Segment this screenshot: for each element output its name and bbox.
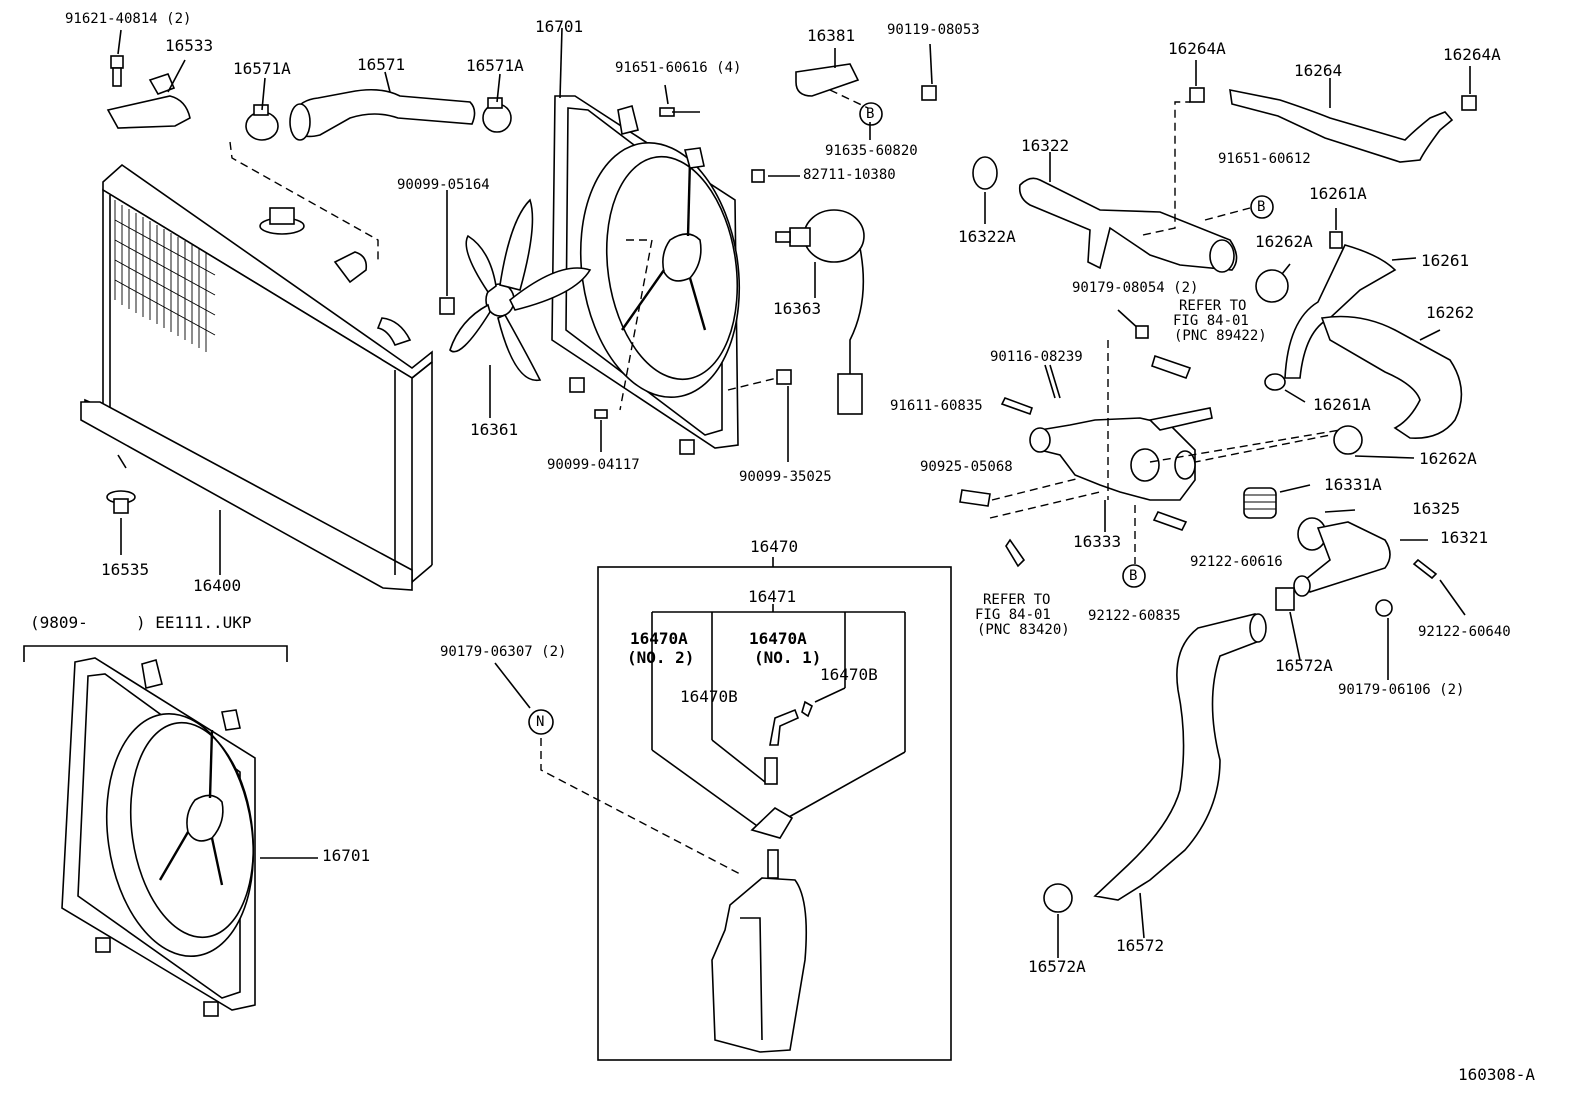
label-90925-05068: 90925-05068 [920,459,1013,475]
radiator-drawing [80,163,433,591]
label-90099-04117: 90099-04117 [547,457,640,473]
label-16572: 16572 [1116,936,1165,955]
label-16261A-top: 16261A [1309,184,1367,203]
label-16470A-no1: 16470A [749,629,807,648]
figure-id: 160308-A [1458,1065,1536,1084]
label-16262A-bottom: 16262A [1419,449,1477,468]
label-refer-to-2b: FIG 84-01 [975,607,1051,623]
label-16470B-left: 16470B [680,687,738,706]
marker-b-3: B [1129,568,1138,584]
label-16264A-right: 16264A [1443,45,1501,64]
label-refer-to-1c: (PNC 89422) [1174,328,1267,344]
label-16471: 16471 [748,587,797,606]
label-16470A-no2: 16470A [630,629,688,648]
label-16571A-left: 16571A [233,59,291,78]
label-90179-08054: 90179-08054 (2) [1072,280,1199,296]
label-16333: 16333 [1073,532,1122,551]
label-variant-ee111-ukp: (9809- ) EE111..UKP [30,613,252,632]
label-91651-60612: 91651-60612 [1218,151,1311,167]
label-16571: 16571 [357,55,406,74]
label-16264A-left: 16264A [1168,39,1226,58]
label-refer-to-1a: REFER TO [1179,298,1247,314]
label-16361: 16361 [470,420,519,439]
label-90116-08239: 90116-08239 [990,349,1083,365]
reservoir-box [494,557,952,1061]
label-16264: 16264 [1294,61,1343,80]
marker-n: N [536,714,545,730]
label-refer-to-2a: REFER TO [983,592,1051,608]
label-91611-60835: 91611-60835 [890,398,983,414]
label-16701-top: 16701 [535,17,584,36]
water-inlet-housing-drawing [959,309,1341,568]
thermostat-drawing [1243,484,1466,680]
label-16470: 16470 [750,537,799,556]
label-91621-40814: 91621-40814 (2) [65,11,192,27]
fan-motor-drawing [594,84,865,462]
label-16572A-right: 16572A [1275,656,1333,675]
label-16322: 16322 [1021,136,1070,155]
label-91651-60616: 91651-60616 (4) [615,60,742,76]
label-16470B-right: 16470B [820,665,878,684]
label-90179-06307: 90179-06307 (2) [440,644,567,660]
label-16261: 16261 [1421,251,1470,270]
bracket-16381-drawing [795,43,937,140]
label-82711-10380: 82711-10380 [803,167,896,183]
marker-b-2: B [1257,199,1266,215]
label-90099-05164: 90099-05164 [397,177,490,193]
water-outlet-drawing [972,60,1477,273]
label-16381: 16381 [807,26,856,45]
label-16331A: 16331A [1324,475,1382,494]
label-16400: 16400 [193,576,242,595]
label-16262A-top: 16262A [1255,232,1313,251]
label-16325: 16325 [1412,499,1461,518]
label-16322A: 16322A [958,227,1016,246]
fan-drawing [439,190,592,418]
label-16321: 16321 [1440,528,1489,547]
label-91635-60820: 91635-60820 [825,143,918,159]
label-16470A-no1-note: (NO. 1) [754,648,822,667]
label-16470A-no2-note: (NO. 2) [627,648,695,667]
label-90099-35025: 90099-35025 [739,469,832,485]
label-90179-06106: 90179-06106 (2) [1338,682,1465,698]
label-16261A-bottom: 16261A [1313,395,1371,414]
marker-b-1: B [866,106,875,122]
label-92122-60640: 92122-60640 [1418,624,1511,640]
label-16533: 16533 [165,36,214,55]
lower-hose-drawing [1043,587,1301,958]
label-refer-to-2c: (PNC 83420) [977,622,1070,638]
label-16262: 16262 [1426,303,1475,322]
upper-hose-drawing [106,29,512,262]
label-16535: 16535 [101,560,150,579]
label-16571A-right: 16571A [466,56,524,75]
label-refer-to-1b: FIG 84-01 [1173,313,1249,329]
heater-hoses-drawing [1179,208,1463,466]
variant-fan-shroud-drawing [23,645,318,1017]
label-92122-60835: 92122-60835 [1088,608,1181,624]
circle-markers [528,102,1274,735]
label-16572A-bottom: 16572A [1028,957,1086,976]
label-90119-08053: 90119-08053 [887,22,980,38]
label-16701-variant: 16701 [322,846,371,865]
label-92122-60616: 92122-60616 [1190,554,1283,570]
label-16363: 16363 [773,299,822,318]
fan-shroud-drawing [551,27,741,455]
